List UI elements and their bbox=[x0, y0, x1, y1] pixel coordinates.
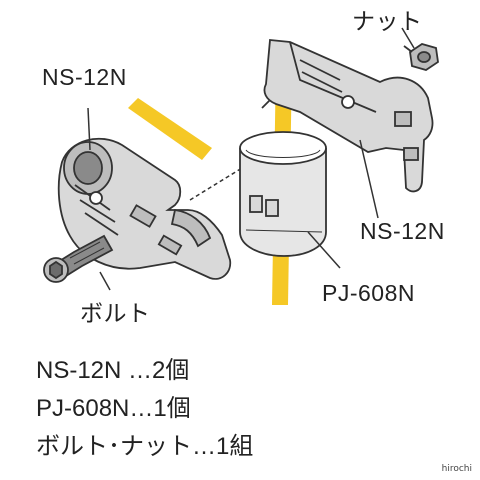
bolt-icon bbox=[43, 234, 114, 283]
parts-list: NS-12N …2個 PJ-608N…1個 ボルト･ナット…1組 bbox=[36, 352, 253, 466]
label-nut: ナット bbox=[352, 8, 423, 34]
nut-icon bbox=[403, 43, 439, 71]
watermark: hirochi bbox=[441, 464, 472, 474]
ns12n-right-clamp bbox=[261, 39, 434, 193]
pipe-diagonal bbox=[128, 98, 212, 160]
pj608n-joint bbox=[239, 131, 327, 257]
label-pj608n: PJ-608N bbox=[322, 280, 415, 306]
parts-list-item: PJ-608N…1個 bbox=[36, 395, 191, 422]
assembly-diagram bbox=[43, 27, 439, 305]
label-ns12n-right: NS-12N bbox=[360, 218, 445, 244]
label-ns12n-left: NS-12N bbox=[42, 64, 127, 90]
parts-list-item: NS-12N …2個 bbox=[36, 357, 190, 384]
parts-list-item: ボルト･ナット…1組 bbox=[36, 433, 254, 460]
leader-lines bbox=[87, 27, 415, 291]
label-bolt: ボルト bbox=[80, 300, 151, 326]
